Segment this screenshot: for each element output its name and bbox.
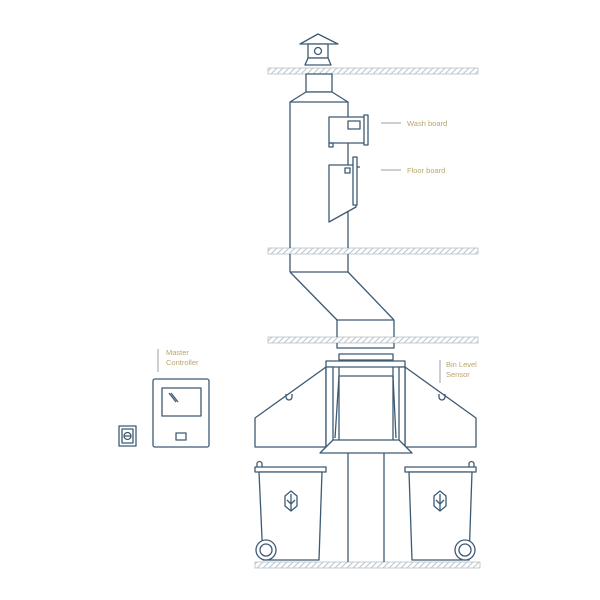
master-controller-label-line1: Master <box>166 348 189 357</box>
bin-level-sensor-right <box>438 394 446 401</box>
floor-slab-2 <box>267 247 479 255</box>
floor-slab-ground <box>254 561 481 569</box>
floor-slab-3 <box>267 336 479 344</box>
leaf-logo-icon <box>284 490 298 512</box>
bin-level-sensor-left <box>285 394 293 401</box>
wash-board <box>328 114 369 148</box>
center-pipe <box>347 453 385 562</box>
wash-board-label: Wash board <box>407 119 447 128</box>
waste-bin-right <box>404 460 477 561</box>
floor-board <box>328 156 360 223</box>
waste-bin-left <box>254 460 327 561</box>
chute <box>289 102 395 361</box>
floor-slab-1 <box>267 67 479 75</box>
master-controller-label-line2: Controller <box>166 358 199 367</box>
bin-distribution-unit <box>254 360 477 454</box>
master-controller <box>152 378 210 448</box>
vent-cap <box>289 33 349 103</box>
leaf-logo-icon <box>433 490 447 512</box>
wall-outlet-icon <box>118 425 137 447</box>
bin-level-sensor-label-line1: Bin Level <box>446 360 477 369</box>
bin-level-sensor-label-line2: Sensor <box>446 370 470 379</box>
floor-board-label: Floor board <box>407 166 445 175</box>
